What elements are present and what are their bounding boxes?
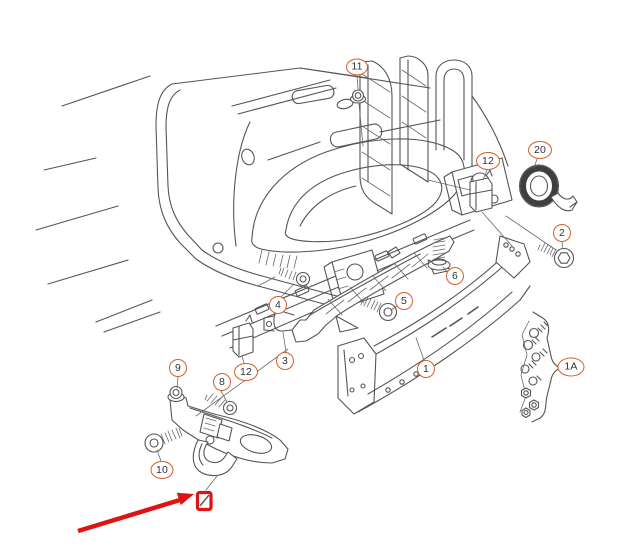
callout-5[interactable]: 5 <box>395 292 413 310</box>
callout-12-bracket[interactable]: 12 <box>234 363 258 381</box>
part-20-tape-roll <box>520 165 578 211</box>
part-5-screw <box>361 297 397 321</box>
callout-10[interactable]: 10 <box>150 461 174 479</box>
part-1-bumper-reinforcement <box>338 236 530 414</box>
part-12-clip-body-side <box>470 170 492 212</box>
part-12-clip-bracket-side <box>233 315 253 357</box>
part-2-bolt <box>538 243 574 268</box>
callout-20[interactable]: 20 <box>528 141 552 159</box>
selected-position-marker[interactable] <box>198 493 212 510</box>
marker-slash <box>200 495 209 506</box>
part-1a-fastener-kit <box>520 312 560 422</box>
callout-8[interactable]: 8 <box>213 373 231 391</box>
callout-2[interactable]: 2 <box>553 224 571 242</box>
callout-3[interactable]: 3 <box>276 352 294 370</box>
part-10-bolt <box>145 428 182 452</box>
part-6-screw <box>428 238 450 270</box>
leader-lines <box>157 76 563 490</box>
part-tow-hook-bracket <box>170 394 288 476</box>
part-11-nut <box>351 90 366 103</box>
highlight-annotation <box>78 492 194 531</box>
callout-9[interactable]: 9 <box>169 359 187 377</box>
callout-1A[interactable]: 1A <box>557 357 585 377</box>
callout-11[interactable]: 11 <box>346 58 368 76</box>
highlight-arrow-shaft <box>78 500 180 531</box>
callout-4[interactable]: 4 <box>269 296 287 314</box>
callout-1[interactable]: 1 <box>417 360 435 378</box>
part-4-screw <box>258 268 310 286</box>
callout-6[interactable]: 6 <box>446 267 464 285</box>
part-8-screw <box>205 394 237 415</box>
highlight-arrow-head <box>176 492 194 506</box>
part-9-nut <box>168 387 184 402</box>
callout-12-body[interactable]: 12 <box>476 152 500 170</box>
